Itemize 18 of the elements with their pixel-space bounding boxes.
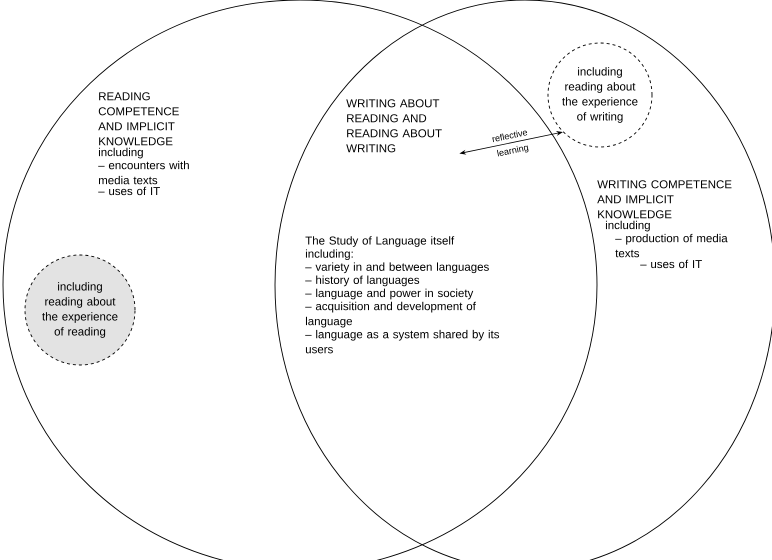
heading: The Study of Language itself (305, 236, 454, 247)
list-item: – history of languages (305, 276, 420, 286)
arrow-caption: learning (496, 146, 528, 156)
heading: WRITING ABOUT READING AND READING ABOUT WRITING (346, 99, 442, 152)
body-text: including: (306, 249, 353, 260)
list-item: – production of media texts (615, 234, 728, 258)
list-item: – uses of IT (98, 186, 160, 196)
body-text: including (606, 220, 650, 232)
list-item: – variety in and between languages (305, 262, 489, 274)
body-text: including (98, 148, 143, 158)
list-item: – language as a system shared by its users (305, 330, 500, 354)
edge-label: reflective (492, 130, 528, 142)
list-item: – uses of IT (640, 260, 702, 268)
heading: WRITING COMPETENCE AND IMPLICIT KNOWLEDGE (597, 180, 732, 218)
heading: READING COMPETENCE AND IMPLICIT KNOWLEDGE (98, 92, 179, 146)
list-item: – acquisition and development of language (305, 302, 476, 328)
list-item: – language and power in society (305, 288, 474, 300)
list-item: – encounters with media texts (98, 160, 189, 184)
